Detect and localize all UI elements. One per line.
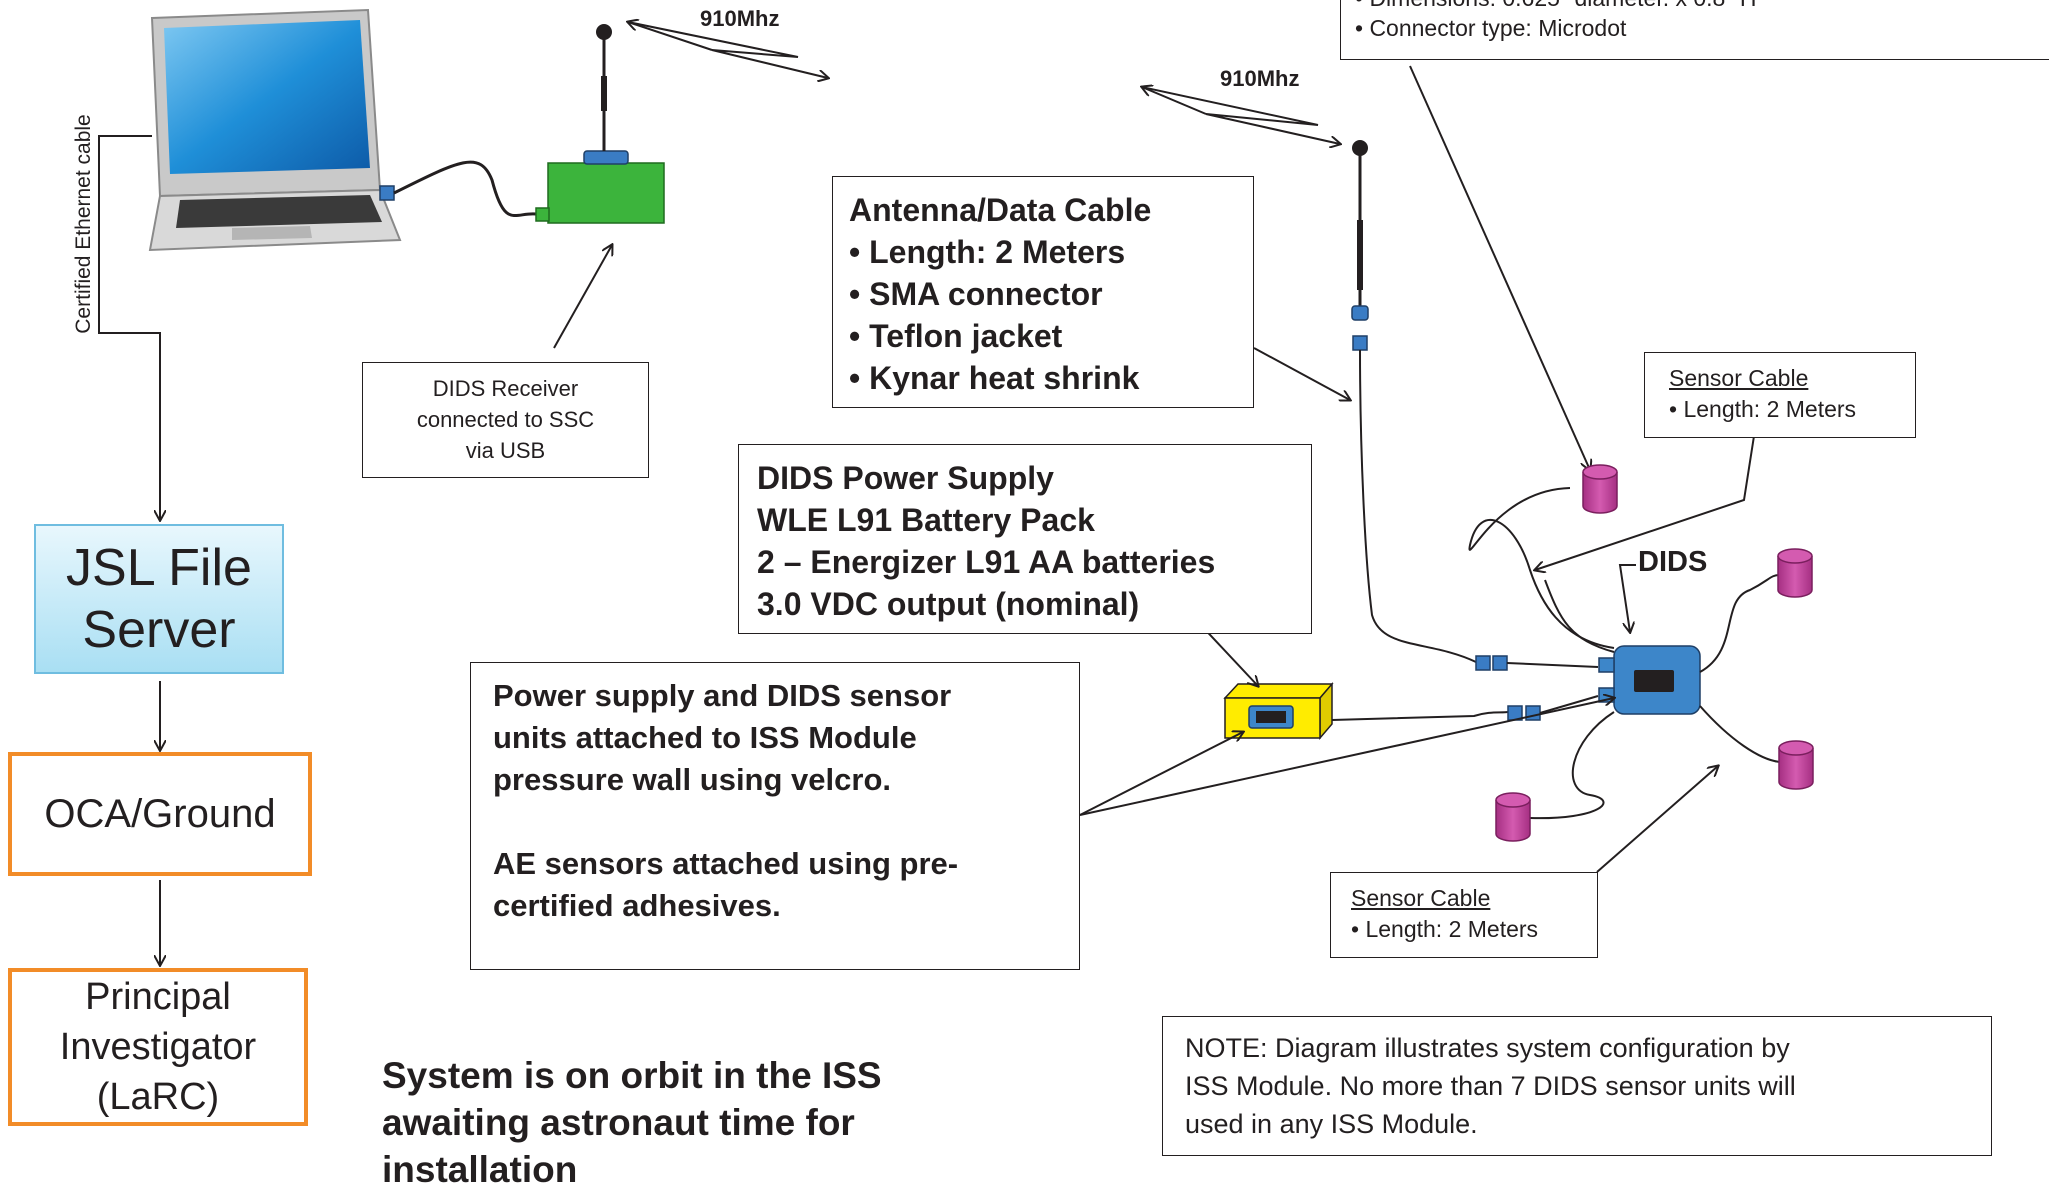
power-supply-line: DIDS Power Supply — [757, 460, 1054, 496]
antenna-cable-line: • SMA connector — [849, 276, 1103, 312]
jsl-file-server-box: JSL File Server — [34, 524, 284, 674]
antenna-cable-line: • Kynar heat shrink — [849, 360, 1140, 396]
power-cable — [1331, 711, 1509, 721]
cable-connector-icon — [1475, 655, 1491, 671]
jsl-label-line: JSL File — [66, 539, 252, 597]
sensor-spec-callout-box: • Dimensions: 0.625" diameter. x 0.8" H … — [1340, 0, 2049, 60]
attachment-line: pressure wall using velcro. — [493, 762, 891, 797]
power-supply-line: 3.0 VDC output (nominal) — [757, 586, 1140, 622]
receiver-line: connected to SSC — [416, 407, 595, 432]
sensor-cable-callout-arrow — [1535, 435, 1755, 570]
dids-unit-icon — [1598, 645, 1701, 715]
laptop-icon — [148, 8, 402, 252]
jsl-label-line: Server — [82, 601, 236, 659]
power-supply-callout-box: DIDS Power Supply WLE L91 Battery Pack 2… — [738, 444, 1312, 634]
rf-frequency-label: 910Mhz — [700, 6, 780, 31]
rf-frequency-label: 910Mhz — [1220, 66, 1300, 91]
note-line: used in any ISS Module. — [1185, 1109, 1478, 1139]
oca-ground-label: OCA/Ground — [44, 792, 276, 836]
battery-pack-icon — [1223, 681, 1334, 741]
sensor-spec-line: • Dimensions: 0.625" diameter. x 0.8" H — [1355, 0, 2049, 13]
antenna-cable-line: • Length: 2 Meters — [849, 234, 1126, 270]
antenna-cable-callout-box: Antenna/Data Cable • Length: 2 Meters • … — [832, 176, 1254, 408]
status-line: installation — [382, 1149, 578, 1190]
dids-label-arrow — [1618, 564, 1636, 632]
rf-link-2 — [1142, 87, 1340, 144]
status-line: System is on orbit in the ISS — [382, 1055, 882, 1096]
ethernet-cable-line — [98, 135, 160, 520]
oca-ground-box: OCA/Ground — [8, 752, 312, 876]
cable-connector-icon — [1492, 655, 1508, 671]
receiver-line: DIDS Receiver — [432, 376, 579, 401]
ethernet-cable-label: Certified Ethernet cable — [72, 114, 95, 334]
sensor-cable-detail: • Length: 2 Meters — [1351, 916, 1539, 942]
pi-label-line: Principal — [85, 976, 231, 1018]
receiver-callout-arrow — [553, 245, 612, 349]
sensor-cable-callout-arrow — [1596, 766, 1718, 873]
receiver-callout-box: DIDS Receiver connected to SSC via USB — [362, 362, 649, 478]
attach-callout-line — [1079, 698, 1614, 816]
attachment-line: Power supply and DIDS sensor — [493, 678, 952, 713]
sensor-cables — [1468, 487, 1781, 820]
antenna-data-cable — [1359, 349, 1477, 663]
receiver-line: via USB — [465, 438, 546, 463]
pi-label-line: (LaRC) — [96, 1076, 220, 1118]
antenna-icon — [1351, 140, 1369, 351]
dids-receiver-icon — [535, 24, 665, 224]
attachment-line: units attached to ISS Module — [493, 720, 917, 755]
status-line: awaiting astronaut time for — [382, 1102, 855, 1143]
principal-investigator-box: Principal Investigator (LaRC) — [8, 968, 308, 1126]
note-line: ISS Module. No more than 7 DIDS sensor u… — [1185, 1071, 1796, 1101]
sensor-cable-title: Sensor Cable — [1669, 365, 1809, 391]
antenna-cable-line: • Teflon jacket — [849, 318, 1063, 354]
note-line: NOTE: Diagram illustrates system configu… — [1185, 1033, 1790, 1063]
cable-connector-icon — [1525, 705, 1541, 721]
usb-connector-icon — [379, 185, 395, 201]
pi-label-line: Investigator — [59, 1026, 257, 1068]
antenna-cable-line: Antenna/Data Cable — [849, 192, 1152, 228]
power-supply-line: 2 – Energizer L91 AA batteries — [757, 544, 1216, 580]
ae-sensor-icon — [1582, 464, 1618, 514]
sensor-cable-title: Sensor Cable — [1351, 885, 1491, 911]
rf-link-1 — [628, 22, 828, 78]
attachment-callout-box: Power supply and DIDS sensor units attac… — [470, 662, 1080, 970]
dids-label: DIDS — [1638, 546, 1708, 578]
status-text: System is on orbit in the ISS awaiting a… — [382, 1052, 882, 1193]
sensor-cable-callout-box: Sensor Cable • Length: 2 Meters — [1644, 352, 1916, 438]
note-box: NOTE: Diagram illustrates system configu… — [1162, 1016, 1992, 1156]
sensor-cable-detail: • Length: 2 Meters — [1669, 396, 1857, 422]
ae-sensor-icon — [1777, 548, 1813, 598]
usb-cable — [393, 160, 537, 218]
ae-sensor-icon — [1495, 792, 1531, 842]
power-supply-line: WLE L91 Battery Pack — [757, 502, 1095, 538]
ae-sensor-icon — [1778, 740, 1814, 790]
attachment-line: certified adhesives. — [493, 888, 781, 923]
attachment-line: AE sensors attached using pre- — [493, 846, 959, 881]
sensor-cable-callout-box: Sensor Cable • Length: 2 Meters — [1330, 872, 1598, 958]
sensor-spec-line: • Connector type: Microdot — [1355, 15, 1627, 41]
top-callout-arrow — [1409, 65, 1590, 470]
attach-callout-line — [1079, 732, 1243, 816]
antenna-callout-arrow — [1253, 347, 1350, 400]
